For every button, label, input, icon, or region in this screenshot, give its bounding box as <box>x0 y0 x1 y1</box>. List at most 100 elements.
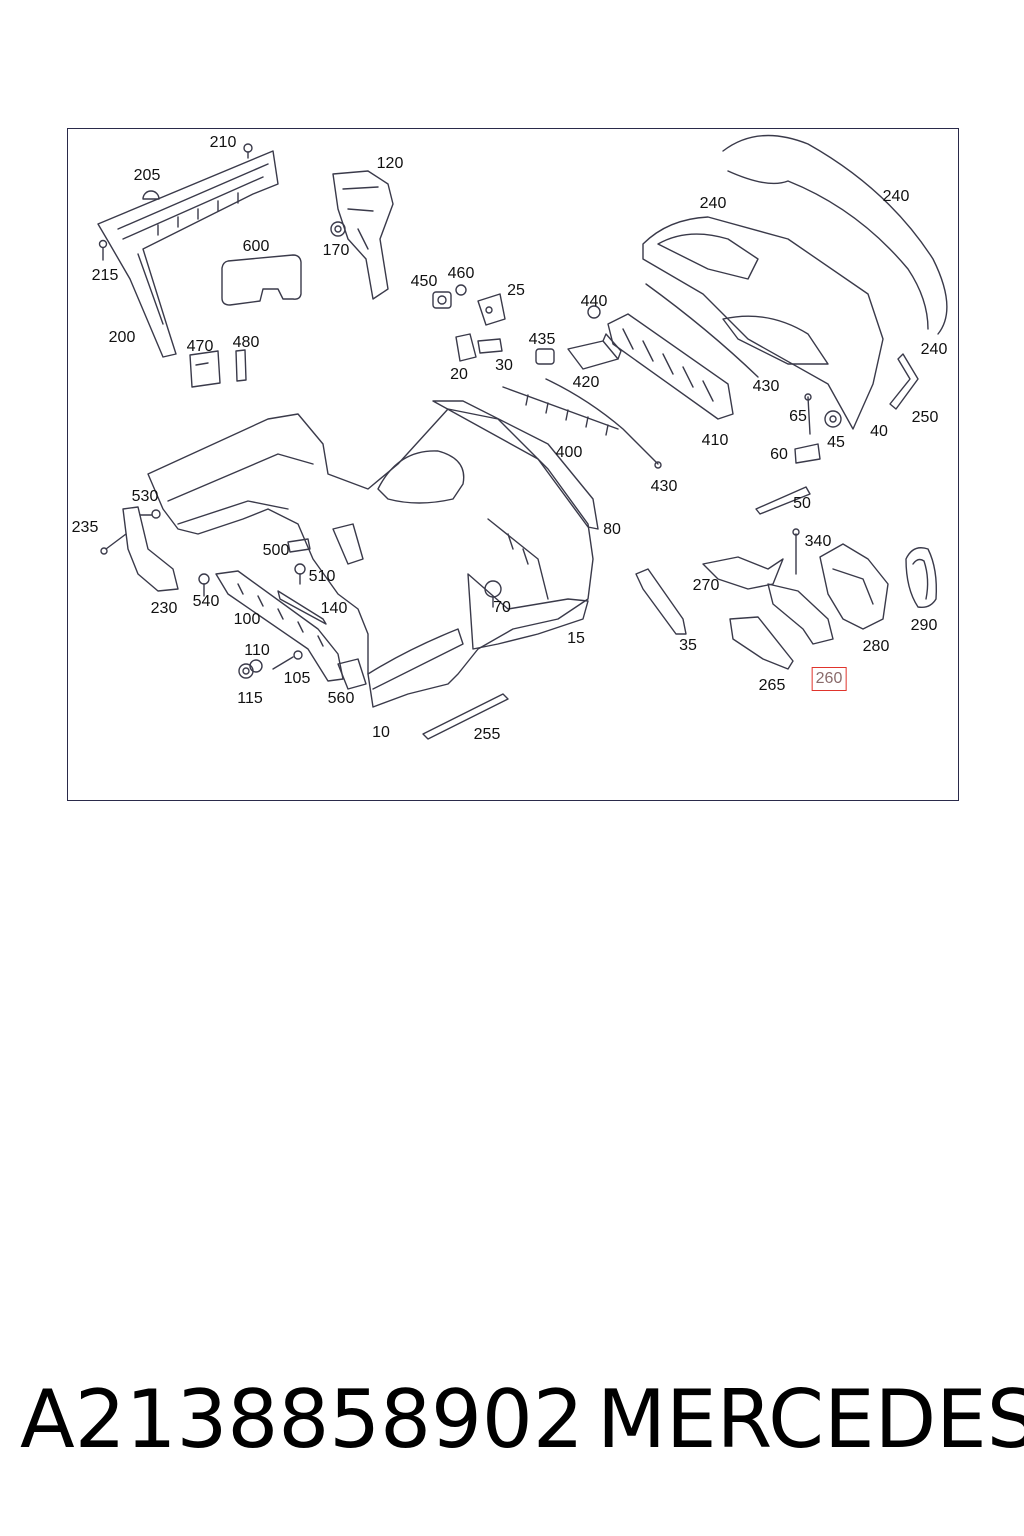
callout-240c: 240 <box>920 341 948 358</box>
part-205-clip <box>142 190 160 200</box>
callout-65: 65 <box>789 408 807 425</box>
part-100-absorber <box>215 570 344 682</box>
part-65-pin <box>804 393 812 435</box>
callout-50: 50 <box>793 495 811 512</box>
part-170-nut <box>330 221 346 237</box>
callout-60: 60 <box>770 446 788 463</box>
part-540-screw <box>198 573 210 597</box>
part-510-screw <box>294 563 306 585</box>
part-235-rivet <box>100 533 127 555</box>
part-255-trim <box>422 693 509 740</box>
part-240-trim-mid <box>727 170 929 330</box>
callout-435: 435 <box>528 331 556 348</box>
callout-530: 530 <box>131 488 159 505</box>
part-15-lower <box>467 573 589 650</box>
callout-270: 270 <box>692 577 720 594</box>
callout-460: 460 <box>447 265 475 282</box>
part-50-strip <box>755 486 811 515</box>
callout-240b: 240 <box>882 188 910 205</box>
callout-205: 205 <box>133 167 161 184</box>
footer: A2138858902 MERCEDES <box>0 1370 1024 1470</box>
part-435-sensor <box>535 348 555 365</box>
part-470-cap <box>189 350 221 388</box>
part-105-bolt <box>272 650 303 670</box>
parts-drawing <box>97 134 948 740</box>
part-240-diffuser <box>642 216 884 430</box>
part-45-nut <box>824 410 842 428</box>
callout-250: 250 <box>911 409 939 426</box>
callout-410: 410 <box>701 432 729 449</box>
part-70-sensor <box>484 580 502 608</box>
callout-430b: 430 <box>752 378 780 395</box>
part-60-bracket <box>794 443 821 464</box>
callout-265: 265 <box>758 677 786 694</box>
part-430-cable-a <box>545 378 662 469</box>
part-440-clip <box>587 305 601 319</box>
callout-45: 45 <box>827 434 845 451</box>
part-260-bracket <box>767 583 834 645</box>
callout-105: 105 <box>283 670 311 687</box>
callout-540: 540 <box>192 593 220 610</box>
callout-170: 170 <box>322 242 350 259</box>
callout-400: 400 <box>555 444 583 461</box>
callout-20: 20 <box>450 366 468 383</box>
part-115-nut <box>238 663 254 679</box>
callout-290: 290 <box>910 617 938 634</box>
callout-235: 235 <box>71 519 99 536</box>
part-340-pin <box>792 528 800 575</box>
part-240-trim-upper <box>722 134 948 335</box>
callout-600: 600 <box>242 238 270 255</box>
part-460-ring <box>455 284 467 296</box>
callout-240a: 240 <box>699 195 727 212</box>
part-560-bracket <box>337 658 367 690</box>
callout-255: 255 <box>473 726 501 743</box>
callout-510: 510 <box>308 568 336 585</box>
callout-70: 70 <box>493 599 511 616</box>
part-410-reinforcement <box>607 313 734 420</box>
callout-25: 25 <box>507 282 525 299</box>
part-290-tailpipe-trim <box>905 547 938 609</box>
callout-470: 470 <box>186 338 214 355</box>
part-35-strip <box>635 568 687 635</box>
callout-200: 200 <box>108 329 136 346</box>
callout-115: 115 <box>237 690 263 707</box>
callout-35: 35 <box>679 637 697 654</box>
part-215-bolt <box>98 239 108 261</box>
callout-480: 480 <box>232 334 260 351</box>
part-600-pad <box>221 254 302 306</box>
callout-140: 140 <box>320 600 348 617</box>
part-530-bolt <box>139 509 161 519</box>
part-430-cable-b <box>645 283 759 378</box>
callout-420: 420 <box>572 374 600 391</box>
part-500-clip <box>287 538 311 553</box>
part-480-strip <box>235 349 247 382</box>
callout-10: 10 <box>372 724 390 741</box>
callout-40: 40 <box>870 423 888 440</box>
callout-120: 120 <box>376 155 404 172</box>
part-280-housing <box>819 543 889 630</box>
part-140-strip <box>277 590 327 625</box>
callout-215: 215 <box>91 267 119 284</box>
callout-230: 230 <box>150 600 178 617</box>
callout-100: 100 <box>233 611 261 628</box>
callout-15: 15 <box>567 630 585 647</box>
part-210-screw <box>243 143 253 159</box>
part-400-harness <box>502 386 619 436</box>
callout-280: 280 <box>862 638 890 655</box>
part-265-cover <box>729 616 794 670</box>
part-20-holder <box>455 333 477 362</box>
part-30-clip <box>477 338 503 354</box>
part-number-label: A2138858902 <box>20 1373 584 1466</box>
callout-210: 210 <box>209 134 237 151</box>
callout-260: 260 <box>811 667 847 691</box>
callout-80: 80 <box>603 521 621 538</box>
part-420-module <box>567 333 622 370</box>
part-250-trim <box>889 353 919 410</box>
callout-560: 560 <box>327 690 355 707</box>
callout-430a: 430 <box>650 478 678 495</box>
callout-110: 110 <box>244 642 270 659</box>
part-270-bracket <box>702 556 784 590</box>
part-10-bumper-cover <box>147 408 594 708</box>
callout-450: 450 <box>410 273 438 290</box>
